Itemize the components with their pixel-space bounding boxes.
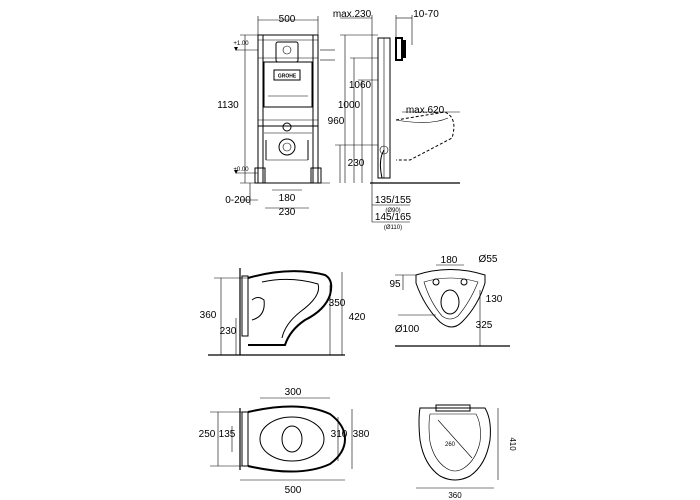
dim-325: 325 bbox=[476, 320, 493, 331]
dim-adjust-0-200: 0-200 bbox=[225, 195, 251, 206]
dim-dia-90: (Ø90) bbox=[385, 208, 400, 214]
dim-dia-110: (Ø110) bbox=[384, 225, 402, 231]
dim-10-70: 10-70 bbox=[413, 9, 439, 20]
dim-dia-55: Ø55 bbox=[479, 254, 498, 265]
brand-plate bbox=[273, 69, 301, 81]
dim-1060: 1060 bbox=[349, 80, 372, 91]
dim-level-plus-000: +0.00 bbox=[233, 167, 249, 173]
dim-960: 960 bbox=[328, 116, 345, 127]
dim-135: 135 bbox=[219, 429, 236, 440]
dim-seat-360: 360 bbox=[448, 491, 462, 500]
dim-back-180: 180 bbox=[441, 255, 458, 266]
dim-420: 420 bbox=[349, 312, 366, 323]
dim-dia-100: Ø100 bbox=[395, 324, 420, 335]
dim-230: 230 bbox=[279, 207, 296, 218]
dim-250: 250 bbox=[199, 429, 216, 440]
brand-label: GROHE bbox=[278, 74, 297, 80]
front-view-frame: GROHE bbox=[234, 16, 335, 209]
bowl-side-view bbox=[208, 268, 345, 356]
dim-1000: 1000 bbox=[338, 100, 361, 111]
bowl-back-view bbox=[395, 264, 510, 347]
dim-top-500: 500 bbox=[285, 485, 302, 496]
dim-135-155: 135/155 bbox=[375, 195, 412, 206]
side-view bbox=[335, 15, 460, 223]
seat-top-view bbox=[416, 404, 499, 489]
dim-360: 360 bbox=[200, 310, 217, 321]
dim-height-1130: 1130 bbox=[217, 100, 239, 111]
dim-130: 130 bbox=[486, 294, 503, 305]
dim-bowl-230: 230 bbox=[220, 326, 237, 337]
dim-95: 95 bbox=[389, 279, 401, 290]
dim-width-500: 500 bbox=[279, 14, 296, 25]
dim-seat-410: 410 bbox=[508, 437, 517, 451]
dim-seat-260: 260 bbox=[445, 442, 456, 448]
dim-380: 380 bbox=[353, 429, 370, 440]
dim-top-300: 300 bbox=[285, 387, 302, 398]
dim-side-230: 230 bbox=[348, 158, 365, 169]
dim-145-165: 145/165 bbox=[375, 212, 412, 223]
dim-max-230: max.230 bbox=[333, 9, 372, 20]
dim-max-620: max.620 bbox=[406, 105, 445, 116]
dim-level-plus-100: +1.00 bbox=[233, 41, 249, 47]
dim-310: 310 bbox=[331, 429, 348, 440]
bowl-top-view bbox=[210, 397, 353, 481]
dim-180: 180 bbox=[279, 193, 296, 204]
dim-350: 350 bbox=[329, 298, 346, 309]
